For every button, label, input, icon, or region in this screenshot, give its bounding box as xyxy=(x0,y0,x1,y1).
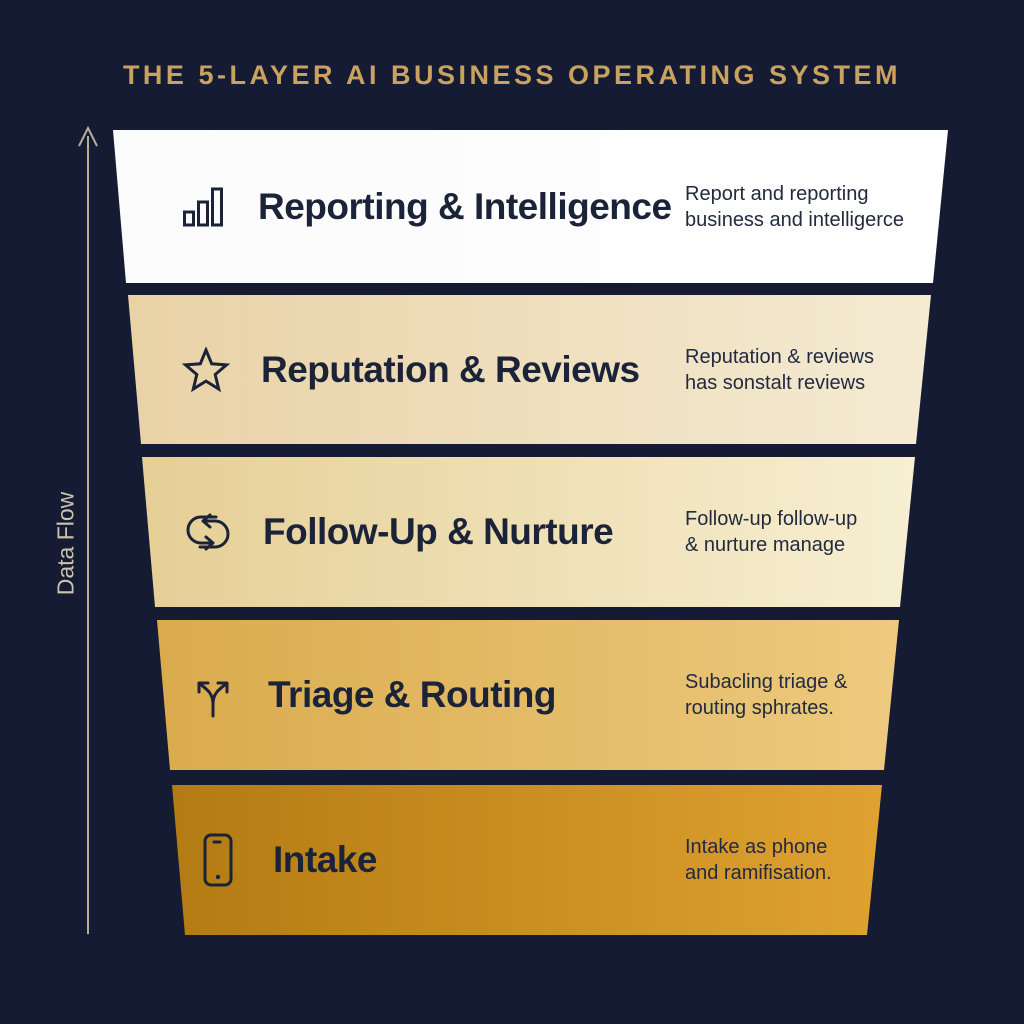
description-line: business and intelligerce xyxy=(685,208,905,231)
layer-title: Reputation & Reviews xyxy=(261,348,640,390)
layer-description: Subacling triage & routing sphrates. xyxy=(685,669,945,721)
description-line: Subacling triage & xyxy=(685,671,848,693)
description-line: routing sphrates. xyxy=(685,697,834,719)
data-flow-arrow xyxy=(78,125,98,934)
layer-intake: Intake Intake as phone and ramifisation. xyxy=(172,785,882,935)
layer-title: Reporting & Intelligence xyxy=(258,185,672,227)
description-line: Intake as phone xyxy=(685,836,828,858)
layer-description: Report and reporting business and intell… xyxy=(685,181,945,233)
layer-title: Triage & Routing xyxy=(268,674,556,715)
description-line: has sonstalt reviews xyxy=(685,371,866,394)
description-line: & nurture manage xyxy=(685,534,846,556)
layer-follow-up-nurture: Follow-Up & Nurture Follow-up follow-up … xyxy=(142,457,915,607)
layer-title: Intake xyxy=(273,839,377,880)
smartphone-icon xyxy=(188,831,248,889)
description-line: Reputation & reviews xyxy=(685,345,874,368)
layer-triage-routing: Triage & Routing Subacling triage & rout… xyxy=(157,620,899,770)
description-line: and ramifisation. xyxy=(685,862,832,884)
layer-description: Intake as phone and ramifisation. xyxy=(685,834,945,886)
layer-description: Reputation & reviews has sonstalt review… xyxy=(685,344,945,396)
description-line: Report and reporting xyxy=(685,182,869,205)
data-flow-label: Data Flow xyxy=(52,491,79,596)
star-icon xyxy=(176,347,236,393)
layer-reporting-intelligence: Reporting & Intelligence Report and repo… xyxy=(113,130,948,283)
layer-reputation-reviews: Reputation & Reviews Reputation & review… xyxy=(128,295,931,444)
cycle-arrows-icon xyxy=(178,508,238,556)
description-line: Follow-up follow-up xyxy=(685,508,858,530)
page-title: THE 5-LAYER AI BUSINESS OPERATING SYSTEM xyxy=(122,60,902,90)
layer-description: Follow-up follow-up & nurture manage xyxy=(685,506,945,558)
bar-chart-icon xyxy=(173,184,233,230)
layer-title: Follow-Up & Nurture xyxy=(263,511,614,552)
fork-arrows-icon xyxy=(183,671,243,719)
